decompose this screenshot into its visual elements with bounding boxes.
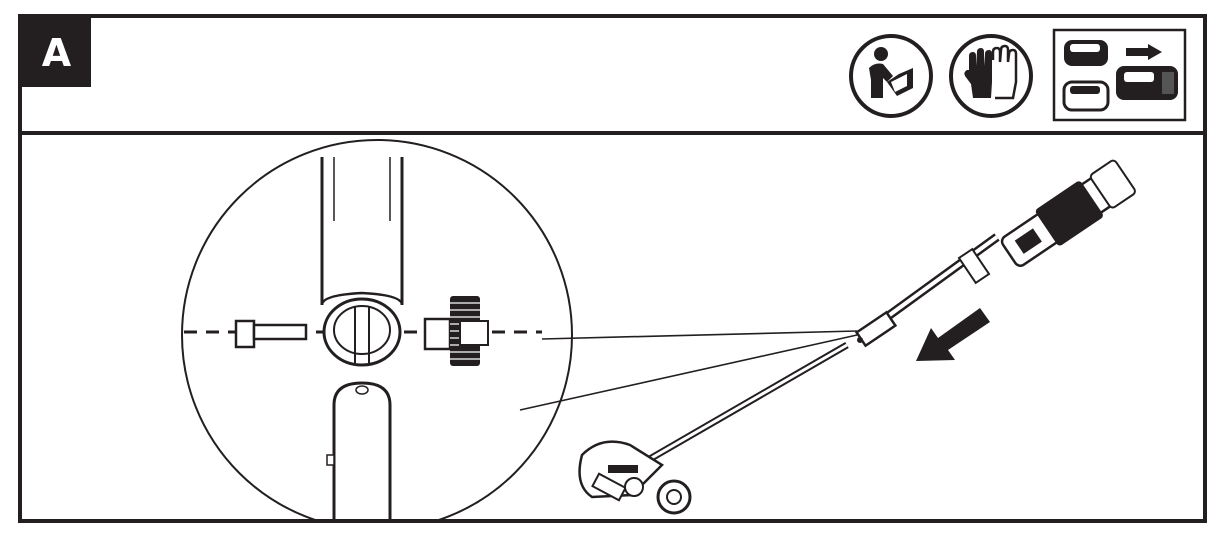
direction-arrow xyxy=(916,308,990,361)
power-head xyxy=(1000,159,1136,267)
callout-line-bottom xyxy=(519,334,858,411)
tightening-knob xyxy=(423,296,489,366)
edger-tool xyxy=(578,159,1136,515)
auxiliary-handle xyxy=(957,247,991,285)
upper-shaft-tube xyxy=(320,157,404,367)
edger-head xyxy=(578,440,692,515)
lower-shaft-tube xyxy=(326,381,392,519)
safety-icons xyxy=(847,26,1197,126)
remove-battery-icon xyxy=(1052,28,1187,122)
panel-header: A xyxy=(22,18,1203,135)
assembly-illustration xyxy=(181,139,1136,519)
bolt xyxy=(234,319,308,349)
step-label: A xyxy=(22,18,91,87)
instruction-panel: A xyxy=(18,14,1207,523)
detail-magnifier xyxy=(181,139,858,519)
callout-line-top xyxy=(541,330,858,340)
wear-gloves-icon xyxy=(949,34,1033,118)
read-manual-icon xyxy=(849,34,933,118)
